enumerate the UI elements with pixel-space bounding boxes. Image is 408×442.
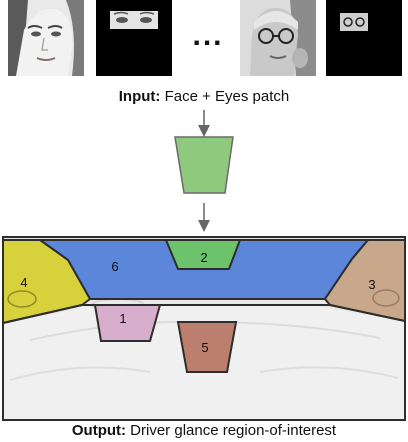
face-photo-man xyxy=(240,0,316,76)
face-thumbnail-1 xyxy=(8,0,84,76)
region-5-center-console xyxy=(176,321,238,373)
side-mirror-left-icon xyxy=(7,290,37,308)
input-caption-text: Face + Eyes patch xyxy=(160,88,290,105)
region-2-rearview-mirror xyxy=(164,239,242,270)
region-label-1: 1 xyxy=(119,311,126,326)
dash-divider xyxy=(2,304,406,324)
output-caption: Output: Driver glance region-of-interest xyxy=(0,422,408,439)
region-label-3: 3 xyxy=(368,277,375,292)
car-frame xyxy=(2,236,406,421)
face-photo-woman xyxy=(8,0,84,76)
eyes-patch-man xyxy=(326,0,402,76)
network-trapezoid xyxy=(174,136,234,194)
input-caption: Input: Face + Eyes patch xyxy=(0,88,408,105)
ellipsis: ... xyxy=(192,19,224,52)
region-label-2: 2 xyxy=(200,250,207,265)
face-thumbnail-2 xyxy=(240,0,316,76)
output-caption-bold: Output: xyxy=(71,422,127,439)
region-1-instrument-cluster xyxy=(93,304,162,342)
eyes-patch-woman xyxy=(96,0,172,76)
side-mirror-right-icon xyxy=(372,289,400,307)
input-caption-bold: Input: xyxy=(118,88,161,105)
output-caption-text: Driver glance region-of-interest xyxy=(126,422,337,439)
eyes-thumbnail-2 xyxy=(326,0,402,76)
region-label-6: 6 xyxy=(111,259,118,274)
region-label-5: 5 xyxy=(201,340,208,355)
region-label-4: 4 xyxy=(20,275,27,290)
eyes-thumbnail-1 xyxy=(96,0,172,76)
